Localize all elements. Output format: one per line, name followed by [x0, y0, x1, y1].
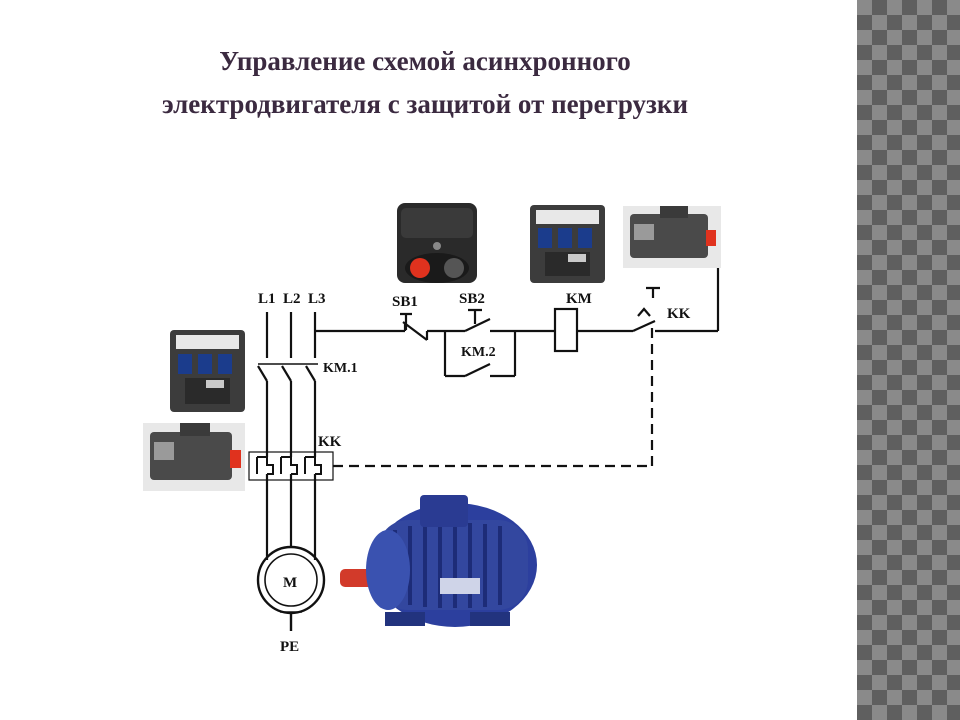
label-km2: KM.2 [461, 345, 496, 360]
title-line-1: Управление схемой асинхронного [219, 46, 631, 76]
control-circuit [400, 262, 720, 378]
label-kk-power: KK [318, 434, 342, 450]
motor-symbol [256, 545, 326, 631]
label-motor: M [283, 575, 297, 591]
power-lines [257, 312, 405, 560]
thermal-linkage [333, 326, 654, 468]
thermal-relay-photo-top [623, 206, 721, 268]
label-sb2: SB2 [459, 291, 485, 307]
thermal-relay-heaters [248, 451, 334, 481]
contactor-photo-top [530, 205, 605, 283]
contactor-photo-left [170, 330, 245, 412]
thermal-relay-photo-left [143, 423, 245, 491]
label-km1: KM.1 [323, 361, 358, 376]
label-km-coil: KM [566, 291, 592, 307]
electric-motor-photo [340, 495, 537, 627]
title-line-2: электродвигателя с защитой от перегрузки [161, 89, 689, 119]
pushbutton-station-photo [397, 203, 477, 283]
decorative-side-pattern [857, 0, 960, 720]
page-title: Управление схемой асинхронного электродв… [90, 40, 760, 126]
label-l2: L2 [283, 291, 301, 307]
label-pe: PE [280, 639, 299, 655]
label-sb1: SB1 [392, 294, 418, 310]
label-kk-contact: KK [667, 306, 691, 322]
label-l3: L3 [308, 291, 326, 307]
label-l1: L1 [258, 291, 276, 307]
